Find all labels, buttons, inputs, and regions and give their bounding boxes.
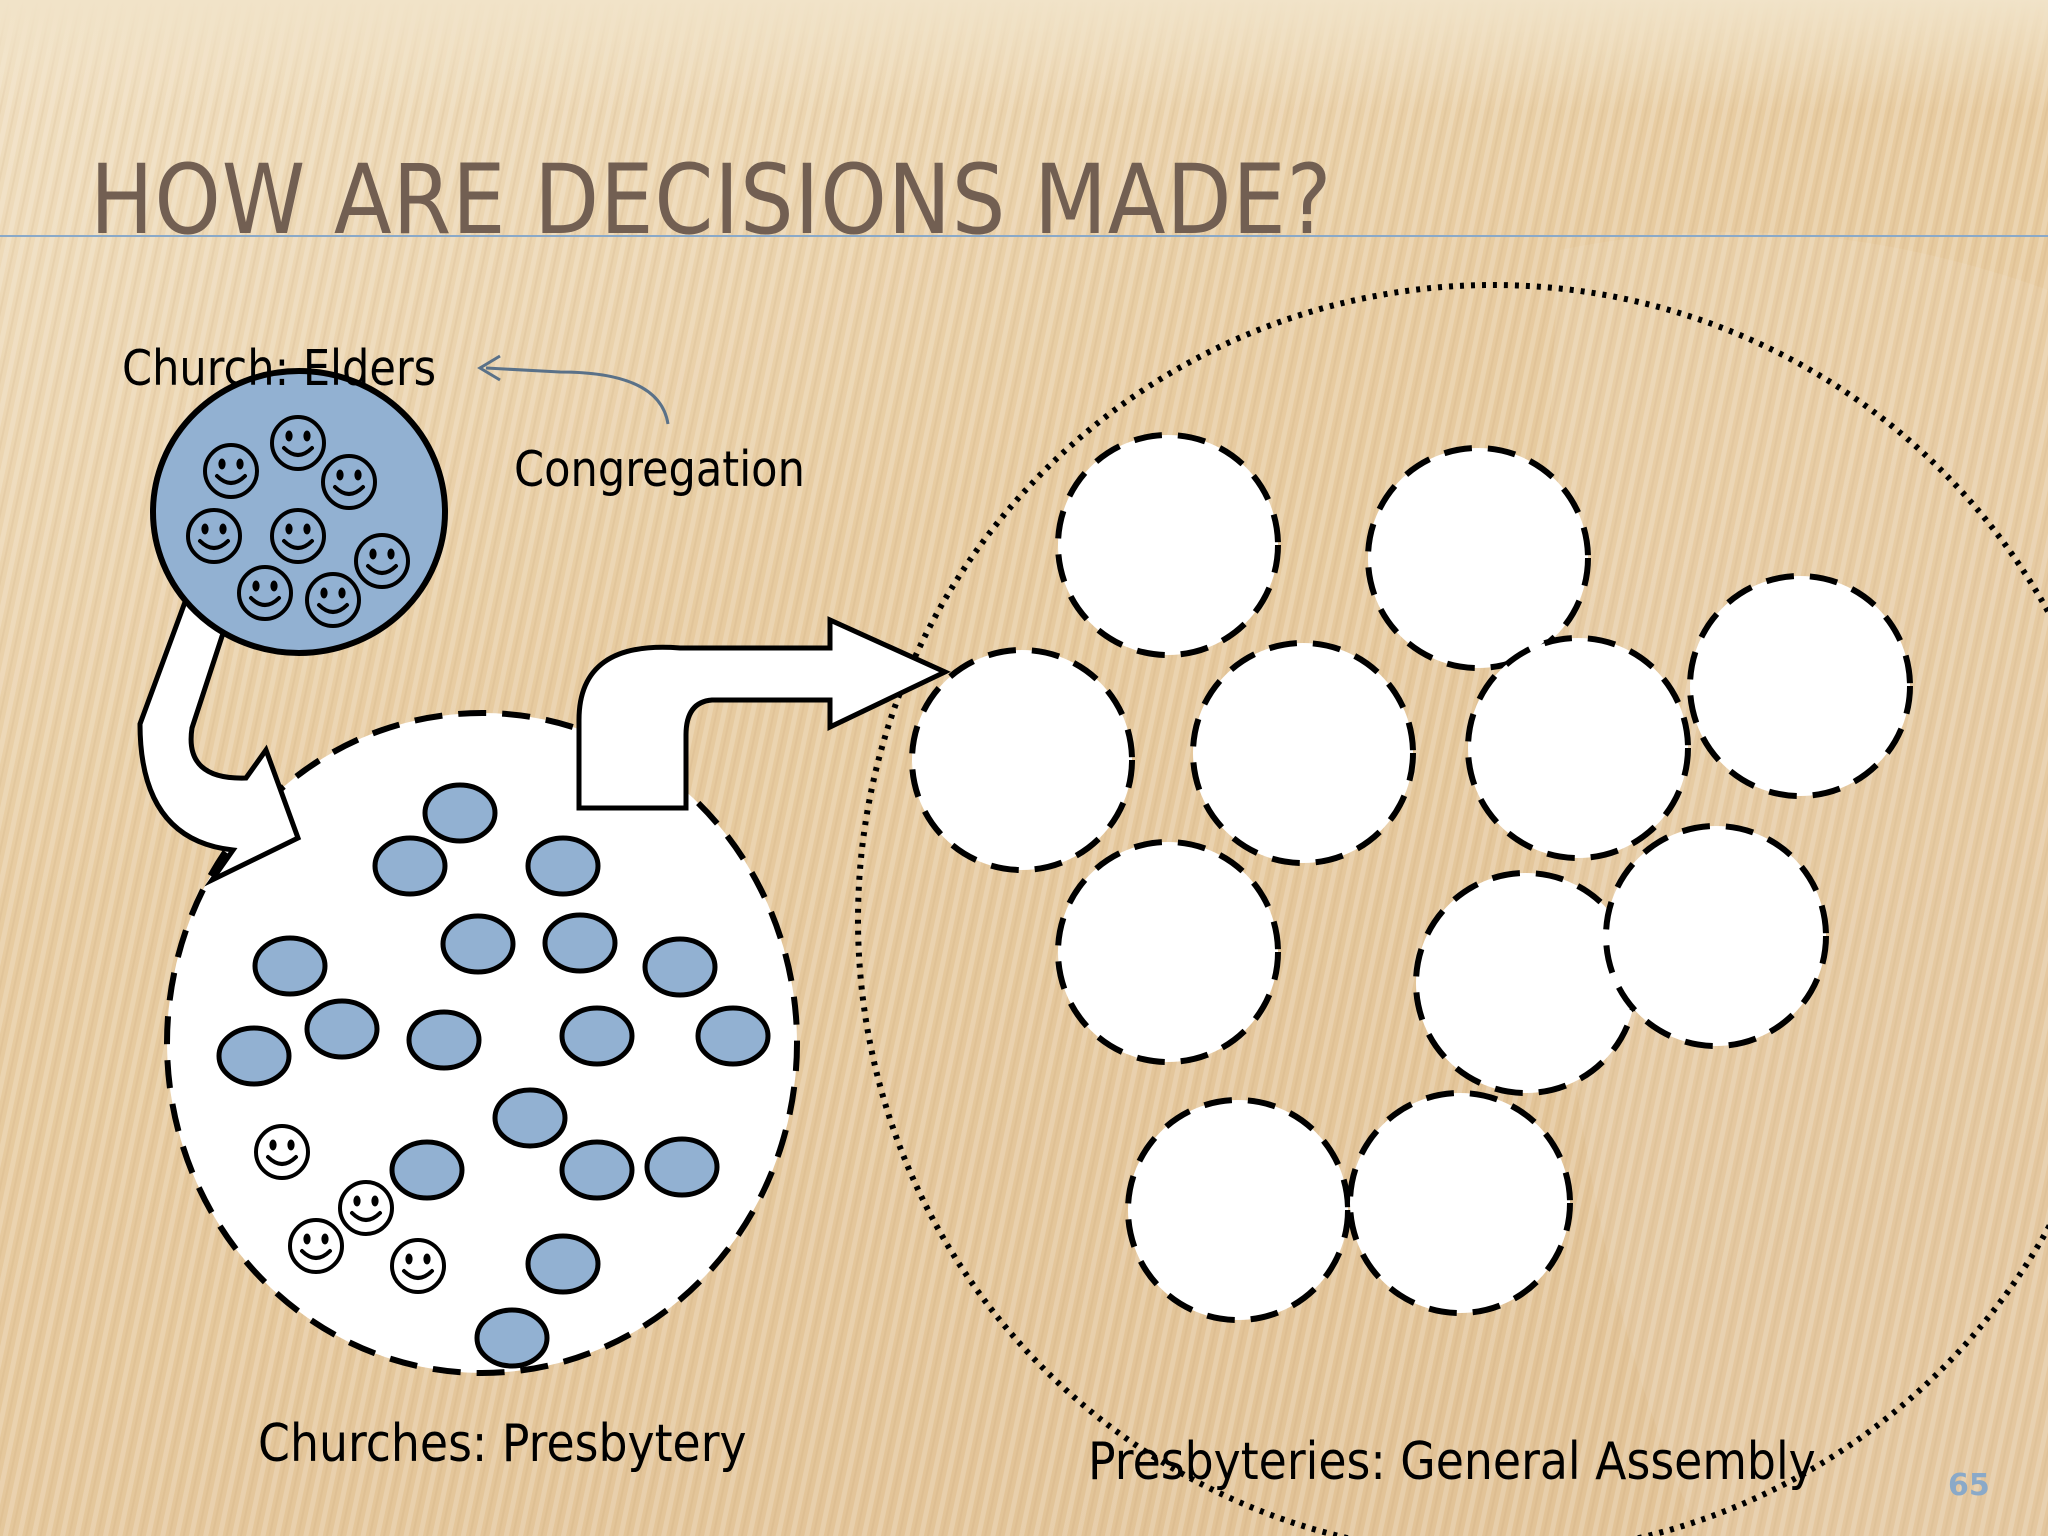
label-churches-presbytery: Churches: Presbytery bbox=[258, 1414, 747, 1474]
church-oval bbox=[525, 1233, 601, 1295]
church-oval bbox=[542, 912, 618, 974]
presbytery-circle bbox=[1190, 640, 1416, 866]
presbytery-circle bbox=[1125, 1097, 1351, 1323]
presbytery-circle bbox=[1603, 823, 1829, 1049]
page-number: 65 bbox=[1948, 1468, 1990, 1503]
church-oval bbox=[372, 835, 448, 897]
church-oval bbox=[389, 1139, 465, 1201]
church-oval bbox=[406, 1009, 482, 1071]
presbytery-group bbox=[909, 432, 1913, 1323]
arrow-presbytery-to-general-assembly bbox=[576, 616, 951, 811]
presbytery-circle bbox=[1413, 870, 1639, 1096]
congregation-arrow-line bbox=[485, 366, 670, 425]
arrowhead-icon bbox=[477, 354, 501, 382]
church-oval bbox=[252, 935, 328, 997]
arrow-church-to-presbytery bbox=[137, 590, 302, 887]
title-underline bbox=[0, 235, 2048, 237]
label-presbyteries-general-assembly: Presbyteries: General Assembly bbox=[1088, 1432, 1816, 1492]
page-title: HOW ARE DECISIONS MADE? bbox=[90, 144, 1333, 256]
presbytery-circle bbox=[1347, 1090, 1573, 1316]
presbytery-circle-large bbox=[164, 710, 800, 1376]
presbytery-circle bbox=[909, 647, 1135, 873]
church-oval bbox=[304, 998, 380, 1060]
label-church-elders: Church: Elders bbox=[122, 340, 437, 397]
presbytery-circle bbox=[1365, 445, 1591, 671]
church-oval bbox=[642, 936, 718, 998]
presbytery-circle bbox=[1465, 635, 1691, 861]
church-oval bbox=[422, 782, 498, 844]
church-oval bbox=[559, 1005, 635, 1067]
presbytery-circle bbox=[1055, 839, 1281, 1065]
church-oval bbox=[492, 1087, 568, 1149]
presbytery-circle bbox=[1055, 432, 1281, 658]
general-assembly-circle bbox=[855, 282, 2048, 1536]
label-congregation: Congregation bbox=[514, 441, 805, 498]
church-oval bbox=[440, 913, 516, 975]
church-oval bbox=[216, 1025, 292, 1087]
presbytery-circle bbox=[1687, 573, 1913, 799]
church-oval bbox=[695, 1005, 771, 1067]
church-oval bbox=[525, 835, 601, 897]
church-oval-group bbox=[216, 782, 771, 1369]
church-oval bbox=[474, 1307, 550, 1369]
church-oval bbox=[644, 1136, 720, 1198]
church-oval bbox=[559, 1139, 635, 1201]
